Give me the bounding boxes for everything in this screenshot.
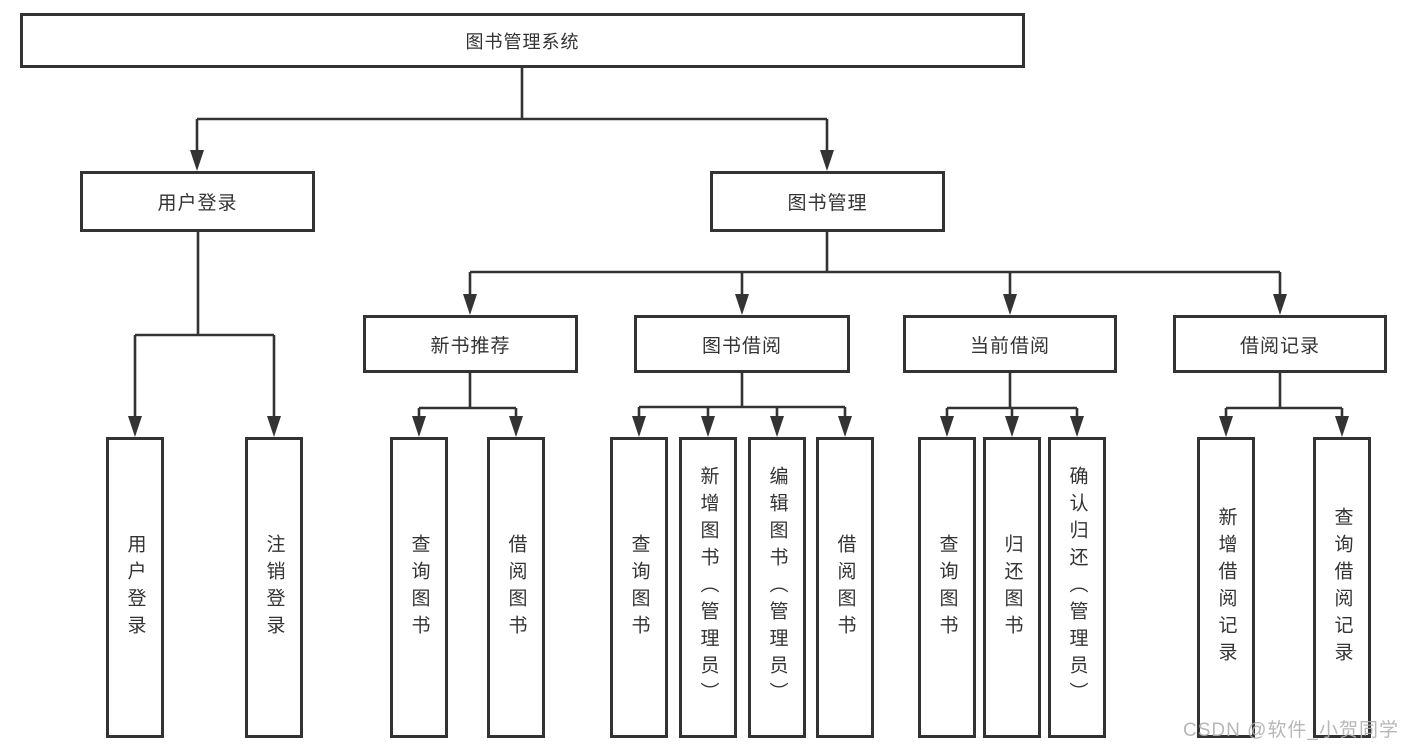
leaf-query-books-current: 查询图书 (918, 437, 976, 738)
node-current-borrowing: 当前借阅 (903, 315, 1117, 373)
leaf-query-books-recommend: 查询图书 (390, 437, 448, 738)
leaf-logout: 注销登录 (245, 437, 303, 738)
node-user-login: 用户登录 (80, 171, 315, 232)
leaf-add-books-admin: 新增图书（管理员） (679, 437, 737, 738)
node-root-library-system: 图书管理系统 (20, 13, 1025, 68)
leaf-return-books: 归还图书 (983, 437, 1041, 738)
leaf-add-borrow-record: 新增借阅记录 (1197, 437, 1255, 738)
node-new-book-recommendation: 新书推荐 (363, 315, 578, 373)
leaf-query-books-borrow: 查询图书 (610, 437, 668, 738)
node-book-borrowing: 图书借阅 (634, 315, 850, 373)
leaf-query-borrow-record: 查询借阅记录 (1313, 437, 1371, 738)
csdn-watermark: CSDN @软件_小贺同学 (1183, 720, 1399, 741)
leaf-borrow-books-recommend: 借阅图书 (487, 437, 545, 738)
leaf-user-login: 用户登录 (106, 437, 164, 738)
node-borrowing-records: 借阅记录 (1173, 315, 1387, 373)
leaf-confirm-return-admin: 确认归还（管理员） (1048, 437, 1106, 738)
node-book-management: 图书管理 (710, 171, 945, 232)
leaf-borrow-books: 借阅图书 (816, 437, 874, 738)
leaf-edit-books-admin: 编辑图书（管理员） (748, 437, 806, 738)
